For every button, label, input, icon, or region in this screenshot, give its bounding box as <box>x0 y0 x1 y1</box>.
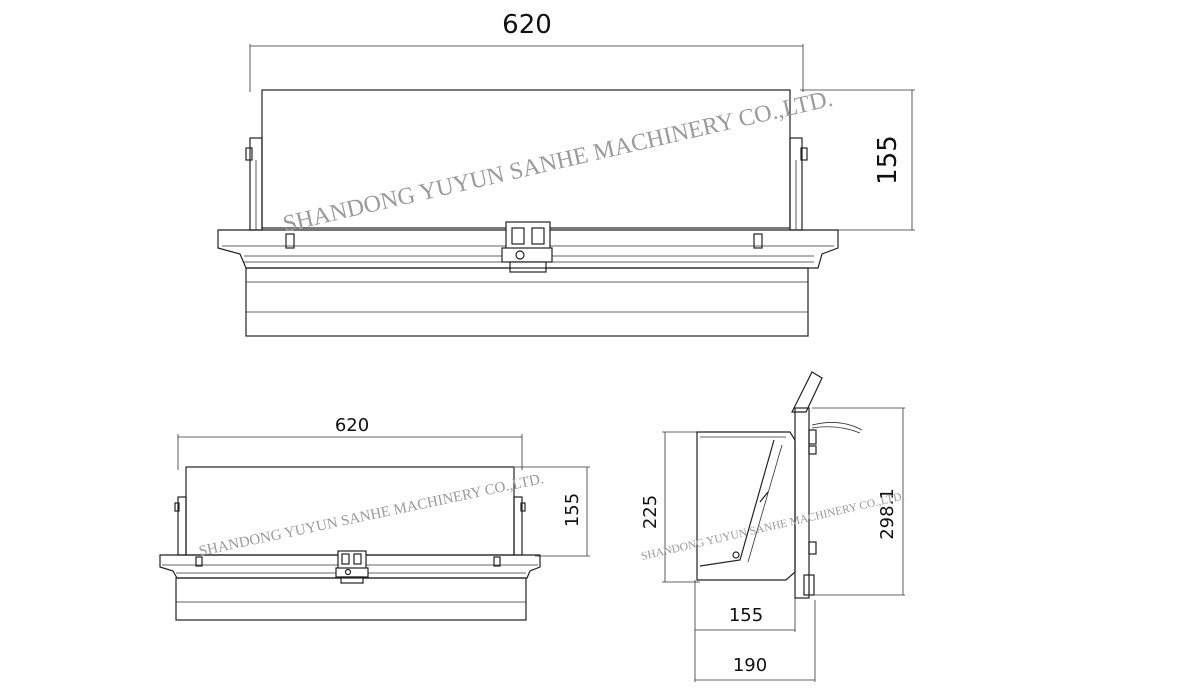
side-slot <box>759 491 769 503</box>
side-inner-lid-2 <box>747 444 783 563</box>
side-tab-1 <box>808 429 817 445</box>
side-total-depth-dim-label: 190 <box>733 655 767 676</box>
side-view: 225 298.1 155 190 SHANDONG Y <box>640 371 906 682</box>
front-right-hinge <box>520 502 526 512</box>
side-lid-open <box>791 371 823 413</box>
side-wire-2 <box>811 426 861 434</box>
side-wire <box>811 422 863 431</box>
front-view: 620 155 SHANDONG YUYUN SANHE MACHINERY C… <box>159 415 590 621</box>
side-left-height-dim-label: 225 <box>640 495 661 529</box>
side-housing <box>696 431 796 581</box>
front-latch <box>335 550 369 584</box>
top-left-hinge <box>245 147 253 161</box>
side-pivot <box>732 551 740 559</box>
top-height-dim-label: 155 <box>873 135 903 185</box>
front-lower-body <box>175 577 527 621</box>
side-tab-3 <box>808 541 817 555</box>
front-watermark: SHANDONG YUYUN SANHE MACHINERY CO.,LTD. <box>198 471 546 560</box>
side-inner-lid <box>699 439 775 567</box>
top-latch <box>501 221 553 273</box>
side-watermark: SHANDONG YUYUN SANHE MACHINERY CO.,LTD. <box>640 490 906 562</box>
side-depth-dim-label: 155 <box>729 605 763 626</box>
top-watermark: SHANDONG YUYUN SANHE MACHINERY CO.,LTD. <box>281 86 836 238</box>
side-tab-2 <box>808 445 817 455</box>
front-flange-pin-left <box>195 556 203 567</box>
side-right-height-dim-label: 298.1 <box>877 488 898 540</box>
front-left-hinge <box>174 502 180 512</box>
front-width-dim-label: 620 <box>335 415 369 436</box>
front-flange <box>159 554 541 579</box>
top-lower-body <box>245 267 809 337</box>
top-flange <box>217 229 839 269</box>
top-flange-pin-right <box>753 233 763 249</box>
top-flange-pin-left <box>285 233 295 249</box>
top-width-dim-label: 620 <box>502 10 552 40</box>
side-foot <box>803 574 815 596</box>
side-front-frame <box>794 407 810 599</box>
top-right-hinge <box>800 147 808 161</box>
front-height-dim-label: 155 <box>562 493 583 527</box>
top-view: 620 155 <box>217 10 915 337</box>
front-flange-pin-right <box>493 556 501 567</box>
